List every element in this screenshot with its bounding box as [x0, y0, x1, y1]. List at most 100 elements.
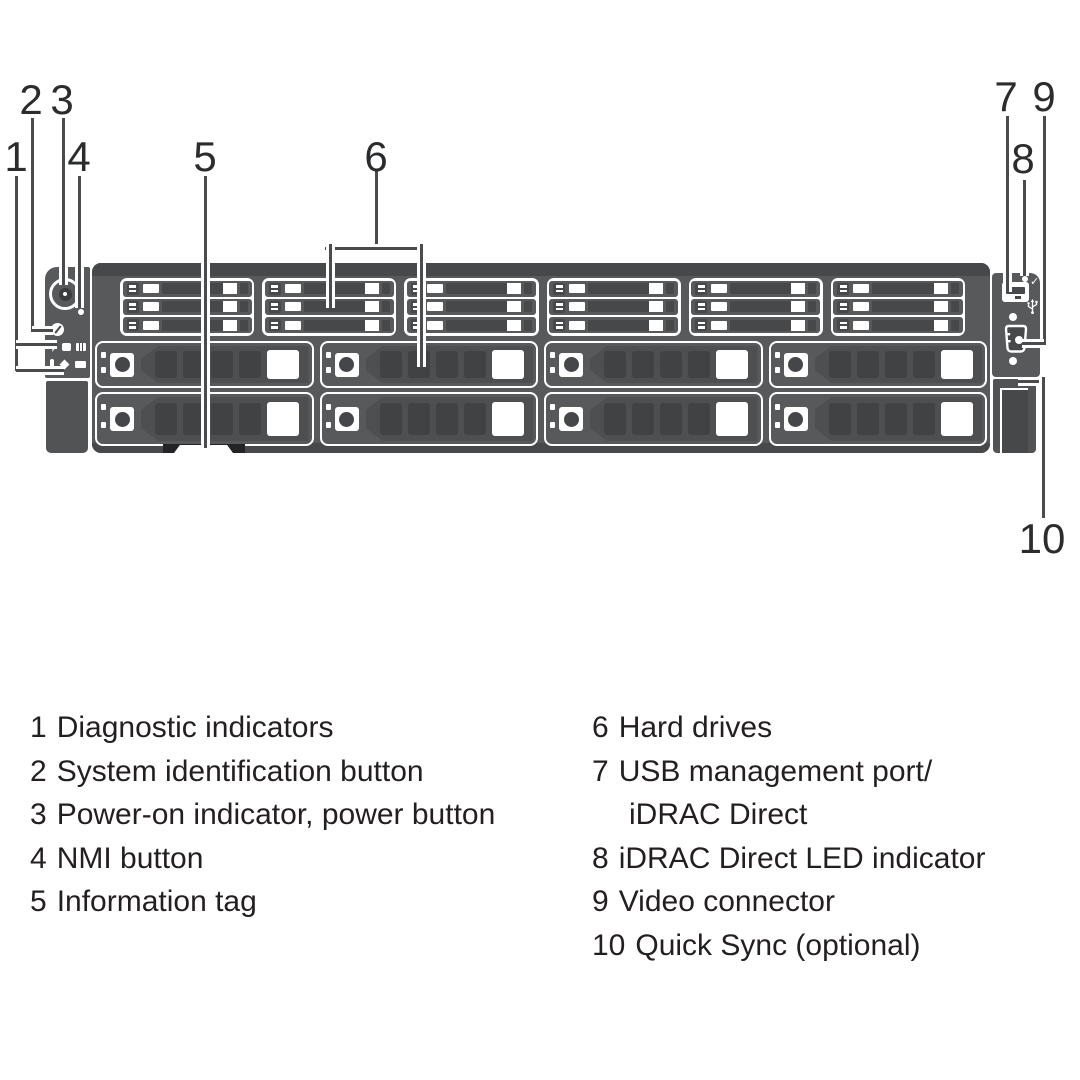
- drive-carrier-body: [141, 346, 309, 383]
- drive-led: [569, 302, 586, 312]
- callout-5: 5: [193, 133, 217, 180]
- drive-vent: [885, 403, 907, 435]
- legend-label: Information tag: [56, 885, 257, 918]
- drive-end-cap: [524, 301, 533, 313]
- leader-6-stem: [371, 170, 381, 248]
- drive-release-circle: [114, 411, 130, 427]
- hdd-row: [95, 392, 987, 446]
- legend-item-continuation: iDRAC Direct: [592, 793, 985, 837]
- drive-label: [933, 319, 948, 331]
- nmi-button: [78, 309, 84, 315]
- drive-carrier-body: [590, 346, 758, 383]
- slim-drive: [691, 280, 821, 297]
- drive-latch-icon: [695, 319, 708, 332]
- information-tag-pull: [174, 445, 233, 453]
- drive-carrier-body: [366, 397, 534, 441]
- drive-latch-icon: [126, 282, 139, 295]
- leader-2-arm: [32, 325, 53, 335]
- legend-num: 8: [592, 841, 609, 875]
- drive-handle: [303, 319, 365, 331]
- drive-release-button: [559, 352, 583, 377]
- callout-6: 6: [364, 133, 388, 180]
- drive-vent: [660, 403, 682, 435]
- drive-latch-icon: [837, 300, 850, 313]
- drive-end-cap: [666, 319, 675, 331]
- drive-latch-bar: [774, 366, 780, 373]
- leader-4: [74, 176, 84, 308]
- drive-release-circle: [788, 411, 803, 427]
- drive-release-circle: [339, 411, 354, 427]
- drive-vent: [380, 351, 402, 378]
- callout-1: 1: [4, 133, 28, 180]
- callout-10: 10: [1018, 515, 1066, 562]
- drive-label: [791, 319, 806, 331]
- drive-end-cap: [808, 283, 817, 295]
- leader-5: [200, 176, 210, 448]
- drive-handle: [872, 283, 934, 295]
- drive-latch-bar: [325, 421, 331, 428]
- drive-label: [492, 402, 524, 435]
- drive-latch-icon: [553, 282, 566, 295]
- drive-label: [649, 283, 664, 295]
- drive-latch-bar: [774, 404, 780, 410]
- drive-latch-bar: [101, 351, 106, 358]
- drive-label: [941, 350, 973, 378]
- drive-carrier-body: [366, 346, 534, 383]
- leader-8: [1019, 180, 1029, 276]
- leader-7: [1002, 116, 1012, 292]
- drive-latch-icon: [837, 282, 850, 295]
- callout-2: 2: [19, 76, 43, 123]
- drive-handle: [730, 319, 792, 331]
- chassis-bottom-bezel: [92, 443, 990, 453]
- chassis-top-bezel: [92, 263, 990, 276]
- callout-3: 3: [50, 76, 74, 123]
- slim-drive-group: [546, 278, 681, 336]
- legend-label: USB management port/: [618, 754, 933, 788]
- drive-latch-icon: [268, 282, 281, 295]
- server-chassis: [92, 263, 990, 453]
- drive-led: [711, 302, 728, 312]
- drive-handle: [445, 283, 508, 295]
- drive-vent: [464, 403, 486, 435]
- leader-6-b: [416, 244, 426, 367]
- right-control-panel: ✓: [992, 273, 1040, 377]
- callout-4: 4: [67, 133, 91, 180]
- system-identification-button: [51, 323, 64, 336]
- drive-handle: [872, 319, 934, 331]
- drive-label: [507, 301, 522, 313]
- drive-release-circle: [563, 411, 579, 427]
- drive-latch-icon: [268, 300, 281, 313]
- legend-num: 10: [592, 928, 626, 962]
- legend-label: Hard drives: [618, 711, 773, 744]
- drive-label: [649, 301, 664, 313]
- drive-led: [853, 320, 870, 330]
- drive-latch-icon: [695, 300, 708, 313]
- drive-led: [142, 284, 159, 294]
- screw: [1009, 313, 1017, 321]
- drive-led: [426, 284, 443, 294]
- legend-num: 4: [30, 841, 47, 875]
- drive-label: [222, 283, 237, 295]
- hard-drive-sled: [544, 392, 763, 446]
- drive-vent: [464, 351, 486, 378]
- leader-9-arm: [1022, 338, 1044, 348]
- legend-label: Power-on indicator, power button: [56, 798, 496, 831]
- legend-num: 1: [30, 711, 47, 744]
- drive-release-button: [559, 407, 583, 431]
- drive-latch-bar: [325, 366, 331, 373]
- screw: [1009, 357, 1017, 365]
- drive-handle: [161, 283, 223, 295]
- drive-led: [853, 302, 870, 312]
- drive-latch-bar: [550, 421, 555, 428]
- drive-end-cap: [950, 283, 959, 295]
- legend-num: 2: [30, 754, 47, 788]
- left-rack-ear: [46, 381, 88, 453]
- callout-8: 8: [1011, 135, 1035, 182]
- drive-end-cap: [808, 301, 817, 313]
